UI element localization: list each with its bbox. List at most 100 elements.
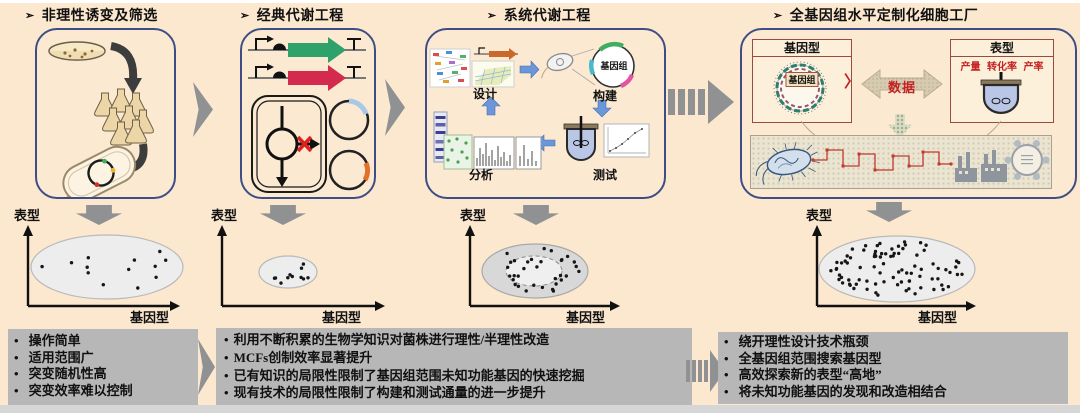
inner-dashed-region — [505, 255, 563, 287]
bottom-edge — [0, 405, 1080, 413]
bullet-icon: • — [14, 366, 19, 381]
scatter-dot — [872, 265, 876, 269]
scatter-dot — [526, 260, 530, 264]
bullet-item: •现有技术的局限性限制了构建和测试通量的进一步提升 — [222, 384, 692, 402]
scatter-dot — [882, 280, 886, 284]
scatter-dot — [940, 283, 944, 287]
bullet-text: 利用不断积累的生物学知识对菌株进行理性/半理性改造 — [233, 332, 550, 347]
flow-arrow-summary1-2-icon — [198, 339, 215, 395]
scatter-dot — [954, 265, 958, 269]
scatter-dot — [862, 248, 866, 252]
summary-list-stage23: •利用不断积累的生物学知识对菌株进行理性/半理性改造•MCFs创制效率显著提升•… — [222, 331, 692, 402]
scatter-dot — [904, 289, 908, 293]
scatter-dot — [895, 283, 900, 287]
bullet-icon: • — [724, 383, 729, 399]
stage-header-2-label: 经典代谢工程 — [256, 9, 344, 24]
scatter-dot — [286, 276, 290, 280]
stage-header-1-label: 非理性诱变及筛选 — [41, 9, 158, 24]
scatter-dot — [512, 274, 516, 278]
plot4-ylabel: 表型 — [806, 208, 833, 223]
scatter-dot — [876, 293, 880, 297]
scatter-dot — [944, 268, 948, 272]
summary-box-stage1: •操作简单•适用范围广•突变随机性高•突变效率难以控制 — [8, 329, 198, 408]
scatter-dot — [834, 266, 839, 271]
scatter-dot — [919, 286, 923, 290]
scatter-dot — [559, 278, 563, 282]
scatter-dot — [101, 283, 106, 287]
bullet-icon: • — [224, 332, 229, 347]
scatter-dot — [837, 277, 841, 282]
summary-list-stage1: •操作简单•适用范围广•突变随机性高•突变效率难以控制 — [8, 333, 198, 399]
bullet-item: • 利用不断积累的生物学知识对菌株进行理性/半理性改造 — [222, 331, 692, 349]
scatter-dot — [837, 273, 842, 277]
bullet-icon: • — [224, 367, 229, 383]
scatter-dot — [905, 271, 909, 275]
bullet-item: •高效探索新的表型“高地” — [718, 367, 1068, 384]
scatter-dot — [848, 256, 853, 260]
scatter-dot — [879, 251, 884, 256]
bullet-text: 突变效率难以控制 — [28, 382, 133, 398]
plot-stage1-scatter — [23, 225, 184, 311]
scatter-dot — [539, 260, 543, 264]
classical-me-illustration — [248, 35, 371, 193]
gene-construct-red-icon — [248, 63, 366, 91]
metric-productivity: 产率 — [1023, 62, 1044, 73]
summary-box-stage23: •利用不断积累的生物学知识对菌株进行理性/半理性改造•MCFs创制效率显著提升•… — [216, 328, 692, 408]
scatter-dot — [272, 276, 277, 280]
scatter-dot — [843, 259, 847, 263]
scatter-dot — [918, 274, 922, 278]
scatter-dot — [901, 246, 905, 251]
bullet-item: •突变效率难以控制 — [8, 383, 198, 400]
scatter-dot — [554, 282, 558, 286]
scatter-dot — [299, 266, 304, 270]
genotype-box-title: 基因型 — [753, 40, 851, 57]
scatter-dot — [574, 264, 578, 269]
bullet-icon: • — [724, 367, 729, 382]
circuit-trace-icon — [811, 148, 953, 172]
scatter-dot — [164, 258, 168, 262]
metabolic-network-icon — [429, 48, 471, 88]
bullet-text: 操作简单 — [28, 333, 81, 348]
scatter-dot — [279, 281, 283, 285]
scatter-dot — [903, 243, 908, 247]
scatter-dot — [919, 267, 923, 271]
scatter-dot — [889, 254, 893, 259]
gene-construct-green-icon — [248, 35, 366, 63]
scatter-dot — [918, 241, 923, 245]
chromatogram-icon — [473, 136, 542, 170]
design-construct-3d-plot-icon — [471, 47, 518, 88]
dbtl-analyze-label: 分析 — [468, 168, 493, 182]
scatter-dot — [513, 282, 517, 287]
scatter-dot — [854, 282, 858, 286]
bioprocess-network-icon — [1004, 140, 1050, 180]
plot-stage2-scatter — [217, 225, 385, 311]
bullet-item: •突变随机性高 — [8, 366, 198, 383]
dbtl-build-label: 构建 — [592, 89, 617, 103]
panel-systems-me: 设计 基因组 构建 测试 分析 — [425, 28, 666, 199]
dbtl-arrow-up-icon — [481, 96, 501, 116]
flask-cluster-icon — [94, 88, 154, 146]
scatter-dot — [858, 265, 862, 270]
plot2-ylabel: 表型 — [211, 208, 238, 223]
scatter-dot — [132, 258, 137, 262]
scatter-dot — [865, 287, 869, 291]
panel-mutagenesis — [35, 28, 176, 199]
scatter-dot — [878, 271, 882, 275]
scatter-dot — [878, 241, 882, 246]
phenotype-metrics: 产量 转化率 产率 — [951, 58, 1053, 73]
bullet-text: MCFs创制效率显著提升 — [233, 349, 373, 365]
data-label: 数据 — [887, 80, 916, 95]
cycle-arrow-right-icon — [110, 42, 142, 94]
phenotype-box: 表型 产量 转化率 产率 — [950, 39, 1054, 123]
scatter-dot — [512, 259, 517, 263]
scatter-dot — [839, 275, 844, 280]
plasmid-blue-icon — [328, 98, 370, 141]
scatter-dot — [524, 289, 528, 293]
scatter-dot — [288, 273, 292, 277]
scatter-dot — [915, 253, 919, 257]
scatter-dot — [154, 275, 158, 279]
plot2-xlabel: 基因型 — [322, 310, 362, 325]
scatter-dot — [890, 247, 894, 251]
arrow-bullet-icon: ➢ — [487, 10, 497, 22]
